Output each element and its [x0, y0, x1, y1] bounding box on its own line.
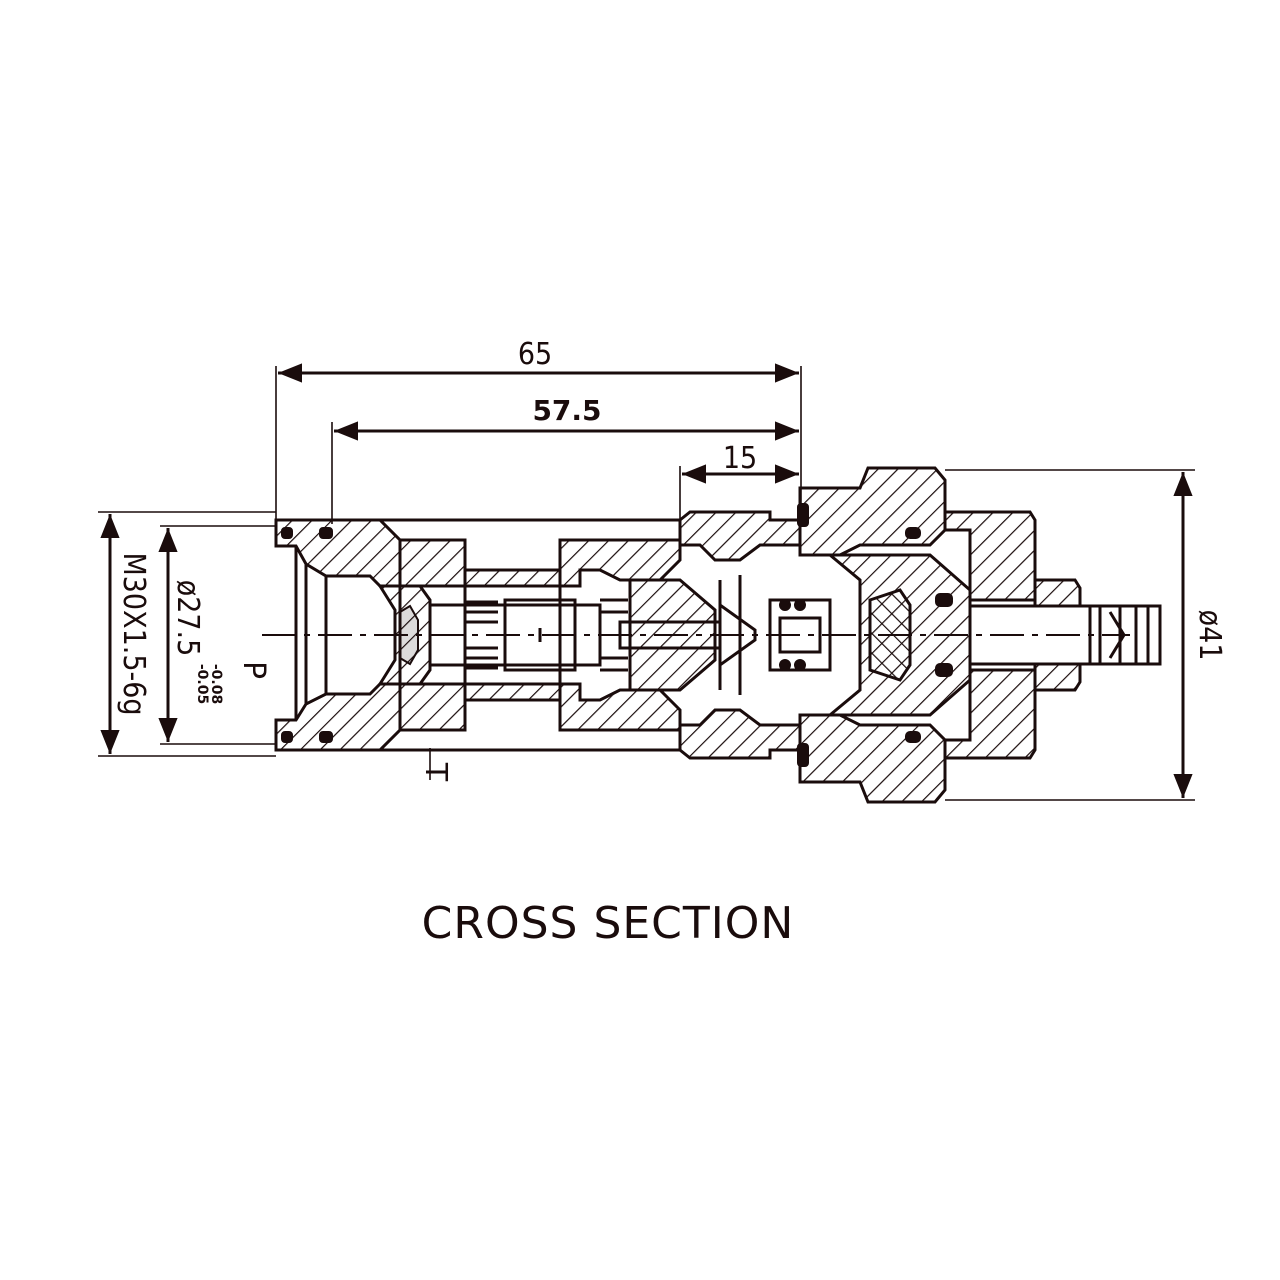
dimension-57-5-label: 57.5 — [532, 394, 601, 427]
dimension-65-label: 65 — [518, 337, 552, 372]
dimension-outer-diameter: ø41 — [945, 469, 1227, 801]
dimension-bore: ø27.5 -0.05 -0.08 — [158, 525, 276, 745]
dimension-thread: M30X1.5-6g — [98, 511, 276, 757]
bore-tolerance-upper: -0.05 — [194, 664, 210, 704]
spring-left — [466, 600, 498, 670]
bore-tolerance-lower: -0.08 — [208, 664, 224, 704]
port-t-marker: T — [418, 748, 453, 782]
bore-diameter-label: ø27.5 — [170, 580, 205, 657]
dimension-15-label: 15 — [723, 441, 757, 476]
dimension-length-2: 57.5 — [331, 394, 799, 524]
dimension-41-label: ø41 — [1192, 610, 1227, 661]
port-t-label: T — [418, 762, 453, 782]
spring-right — [600, 598, 628, 672]
dimension-length-3: 15 — [679, 441, 799, 520]
thread-label: M30X1.5-6g — [116, 552, 151, 715]
drawing-caption: CROSS SECTION — [422, 898, 795, 949]
port-p-label: P — [236, 661, 271, 679]
dimension-overall-length: 65 — [275, 337, 802, 520]
